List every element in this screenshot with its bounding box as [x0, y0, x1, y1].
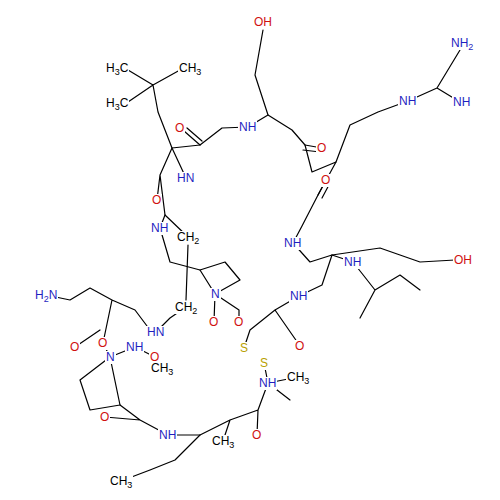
atom-label: HN	[146, 326, 165, 339]
atom-label: CH3	[286, 371, 310, 384]
atom-label: O	[208, 316, 219, 329]
atom-label: CH3	[109, 475, 133, 488]
atom-label: OH	[253, 16, 273, 29]
atom-label: O	[69, 341, 80, 354]
atom-label: O	[99, 411, 110, 424]
atom-label: O	[320, 174, 331, 187]
atom-label: CH3	[178, 62, 202, 75]
atom-label: HN	[176, 172, 195, 185]
atom-label: O	[151, 194, 162, 207]
atom-label: O	[294, 340, 305, 353]
atom-label: S	[259, 357, 269, 370]
atom-label: NH	[452, 96, 471, 109]
atom-label: NH	[238, 121, 257, 134]
atom-label: NH	[343, 256, 362, 269]
atom-label: NH2	[450, 37, 474, 50]
atom-label: CH3	[211, 435, 235, 448]
atom-label: OH	[453, 254, 473, 267]
atom-label: H3C	[105, 97, 129, 110]
atom-label: S	[239, 342, 249, 355]
atom-label: NH	[150, 222, 169, 235]
atom-label: NH	[158, 429, 177, 442]
atom-label: NH	[283, 237, 302, 250]
atom-label: NH	[398, 95, 417, 108]
atom-label: N	[210, 288, 221, 301]
atom-label: CH2	[176, 231, 200, 244]
atom-label: N	[105, 351, 116, 364]
atom-label: CH2	[174, 301, 198, 314]
atom-label: O	[174, 122, 185, 135]
atom-label: O	[251, 429, 262, 442]
atom-label: O	[316, 142, 327, 155]
atom-label: O	[97, 337, 108, 350]
atom-label: CH3	[150, 362, 174, 375]
atom-label: H3C	[105, 62, 129, 75]
atom-label: NH	[125, 341, 144, 354]
atom-label: NH	[289, 290, 308, 303]
atom-label: NH	[258, 377, 277, 390]
atom-label: H2N	[34, 289, 58, 302]
atom-label: O	[233, 316, 244, 329]
